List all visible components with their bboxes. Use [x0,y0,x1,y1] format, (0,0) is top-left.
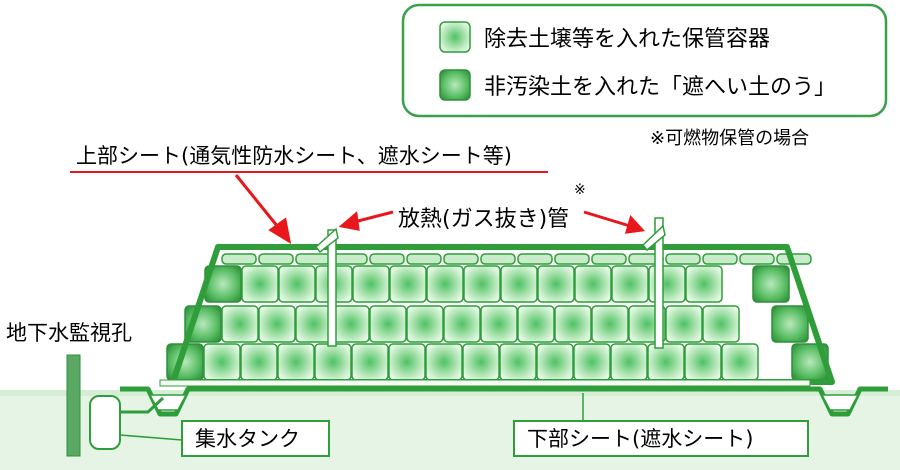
vent-pipe-left [314,227,339,347]
storage-container [591,305,629,343]
top-cover-block [443,253,479,265]
monitoring-well [66,354,81,457]
storage-container [665,305,703,343]
ground-strip [0,390,900,396]
legend-item-sandbags: 非汚染土を入れた「遮へい土のう」 [484,75,836,100]
bottom-sheet-label: 下部シート(遮水シート) [527,427,753,451]
storage-container [369,305,407,343]
storage-container [443,305,481,343]
storage-container [388,343,426,381]
legend-box [401,3,888,118]
storage-container [203,343,241,381]
storage-container [536,343,574,381]
vent-pipe-right [641,217,666,349]
storage-container [517,305,555,343]
red-arrows [234,174,646,245]
top-cover-block [369,253,405,265]
top-cover-block [406,253,442,265]
storage-pile [166,253,829,381]
vent-pipe-label: 放熱(ガス抜き)管 [398,207,569,232]
storage-container [500,265,538,303]
top-cover-block [517,253,553,265]
storage-container [352,265,390,303]
top-cover-block [295,253,331,265]
top-cover-block [480,253,516,265]
top-cover-block [554,253,590,265]
top-cover-block [591,253,627,265]
storage-container [573,343,611,381]
legend-sandbag-swatch [439,69,471,101]
sandbag [752,265,790,303]
top-cover-block [702,253,738,265]
vent-pipe-mark: ※ [574,182,586,198]
storage-container [406,305,444,343]
storage-container [295,305,333,343]
storage-container [240,343,278,381]
storage-container [721,343,759,381]
storage-container [426,265,464,303]
storage-container [610,343,648,381]
legend-item-containers: 除去土壌等を入れた保管容器 [484,27,770,52]
top-cover-block [258,253,294,265]
tank-leader [119,434,183,441]
base-pad [159,379,811,387]
storage-container [684,343,722,381]
storage-container [241,265,279,303]
tank-pipe [121,396,165,414]
storage-container [611,265,649,303]
top-cover-block [739,253,775,265]
well-label: 地下水監視孔 [6,321,132,345]
tank-label: 集水タンク [195,427,300,451]
top-cover-block [221,253,257,265]
tank-label-box [181,420,330,457]
top-cover-block [665,253,701,265]
storage-container [314,343,352,381]
top-sheet [170,244,835,385]
storage-container [277,343,315,381]
storage-container [462,343,500,381]
storage-container [554,305,592,343]
storage-container [278,265,316,303]
collection-tank [89,395,121,450]
top-cover-block [332,253,368,265]
storage-container [647,343,685,381]
storage-container [499,343,537,381]
storage-container [258,305,296,343]
drain-right [820,394,860,411]
storage-container [425,343,463,381]
storage-container [480,305,518,343]
storage-container [702,305,740,343]
storage-container [537,265,575,303]
storage-container [685,265,723,303]
bottom-sheet-label-box [513,420,809,457]
storage-container [332,305,370,343]
storage-container [463,265,501,303]
combustible-note: ※可燃物保管の場合 [650,128,809,149]
storage-container [221,305,259,343]
storage-container [574,265,612,303]
storage-container [389,265,427,303]
top-sheet-label: 上部シート(通気性防水シート、遮水シート等) [76,144,512,168]
legend-container-swatch [439,21,471,53]
sandbag [771,305,809,343]
storage-container [351,343,389,381]
